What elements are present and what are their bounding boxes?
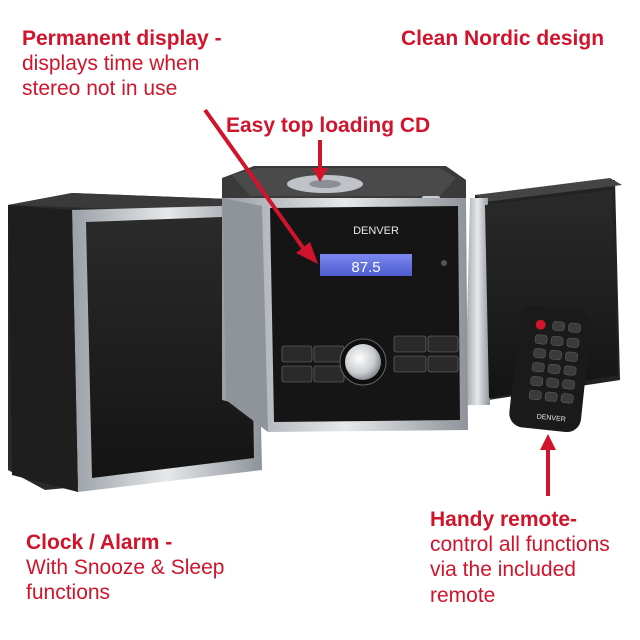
caption-clock-alarm-title: Clock / Alarm -: [26, 531, 173, 554]
skip-forward-button: [313, 365, 345, 383]
main-unit: [222, 166, 468, 432]
memory-button: [393, 355, 427, 373]
caption-nordic: Clean Nordic design: [401, 26, 604, 51]
play-mode-button: [393, 335, 427, 353]
caption-permanent-display-line-2: stereo not in use: [22, 77, 178, 101]
caption-remote: Handy remote- control all functions via …: [430, 507, 610, 608]
alarm-button: [427, 355, 459, 373]
arrow-display: [203, 108, 308, 254]
skip-back-button: [281, 365, 313, 383]
mode-button: [281, 345, 313, 363]
caption-permanent-display-line-1: displays time when: [22, 52, 200, 76]
caption-nordic-title: Clean Nordic design: [401, 27, 605, 50]
caption-clock-alarm-line-2: functions: [26, 581, 111, 605]
remote-brand-logo: DENVER: [536, 414, 566, 424]
caption-clock-alarm-line-1: With Snooze & Sleep: [26, 556, 225, 580]
standby-button: [427, 335, 459, 353]
stop-button: [313, 345, 345, 363]
caption-remote-line-1: control all functions: [430, 533, 610, 557]
left-speaker-grille: [86, 216, 254, 478]
remote-power-button: [535, 319, 546, 330]
volume-knob: [345, 344, 381, 380]
left-speaker: [8, 193, 262, 492]
annotation-arrows: [203, 108, 556, 496]
caption-remote-line-3: remote: [430, 583, 496, 607]
caption-top-loading-title: Easy top loading CD: [226, 114, 431, 137]
brand-logo: DENVER: [353, 225, 399, 237]
caption-permanent-display-title: Permanent display -: [22, 27, 222, 50]
caption-remote-title: Handy remote-: [430, 508, 578, 531]
caption-top-loading: Easy top loading CD: [226, 113, 430, 138]
lcd-readout: 87.5: [351, 259, 380, 276]
remote-control: [509, 305, 591, 433]
caption-remote-line-2: via the included: [430, 558, 576, 582]
caption-permanent-display: Permanent display - displays time when s…: [22, 26, 222, 102]
lcd-display: [320, 254, 412, 276]
caption-clock-alarm: Clock / Alarm - With Snooze & Sleep func…: [26, 530, 224, 606]
